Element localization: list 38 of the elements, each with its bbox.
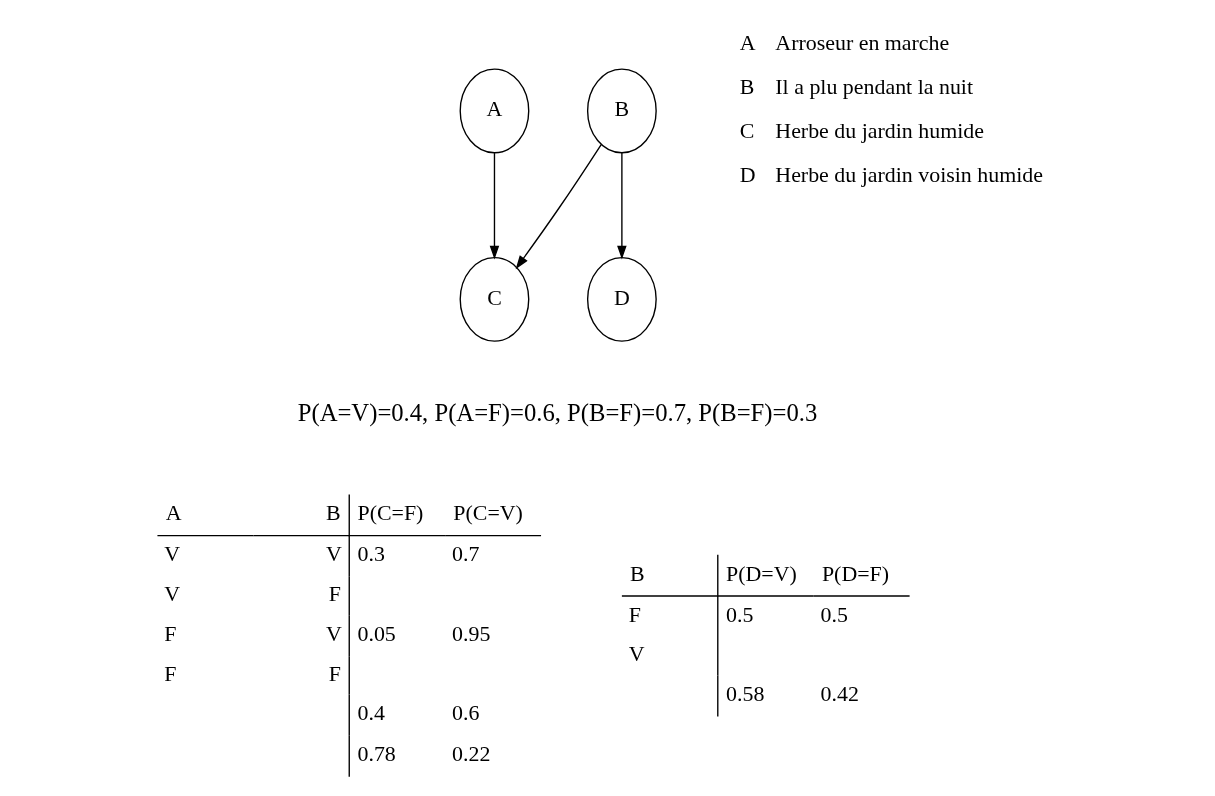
label: 0.3	[357, 541, 385, 567]
label: Il a plu pendant la nuit	[775, 74, 974, 100]
label: 0.22	[452, 741, 491, 767]
label: V	[164, 581, 181, 607]
label: P(A=V)=0.4, P(A=F)=0.6, P(B=F)=0.7, P(B=F)=0.3	[297, 399, 818, 427]
label: B	[630, 560, 645, 586]
label: 0.4	[357, 700, 385, 726]
label: 0.95	[452, 620, 491, 646]
label: 0.42	[820, 681, 859, 707]
label: P(D=V)	[726, 560, 797, 586]
label: P(C=V)	[453, 500, 523, 526]
label: F	[328, 660, 341, 686]
label: A	[165, 500, 182, 526]
label: V	[164, 541, 181, 567]
label: 0.78	[357, 741, 396, 767]
label: C	[739, 118, 755, 144]
label: D	[739, 161, 756, 187]
label: Arroseur en marche	[775, 30, 950, 56]
label: P(C=F)	[357, 500, 424, 526]
label: 0.7	[452, 541, 480, 567]
label: V	[628, 641, 645, 667]
label: P(D=F)	[821, 560, 890, 586]
label: 0.5	[820, 601, 848, 627]
label: 0.58	[726, 681, 765, 707]
label: Herbe du jardin voisin humide	[775, 161, 1044, 187]
label: V	[325, 541, 342, 567]
label: F	[164, 660, 177, 686]
label: B	[325, 500, 341, 526]
label: V	[325, 620, 342, 646]
label: B	[739, 74, 755, 100]
label: 0.05	[357, 620, 396, 646]
label: 0.6	[452, 700, 480, 726]
label: Herbe du jardin humide	[775, 118, 984, 144]
label: F	[328, 581, 341, 607]
label: A	[739, 30, 756, 56]
label: F	[164, 620, 177, 646]
label: F	[628, 601, 641, 627]
label: 0.5	[726, 601, 754, 627]
